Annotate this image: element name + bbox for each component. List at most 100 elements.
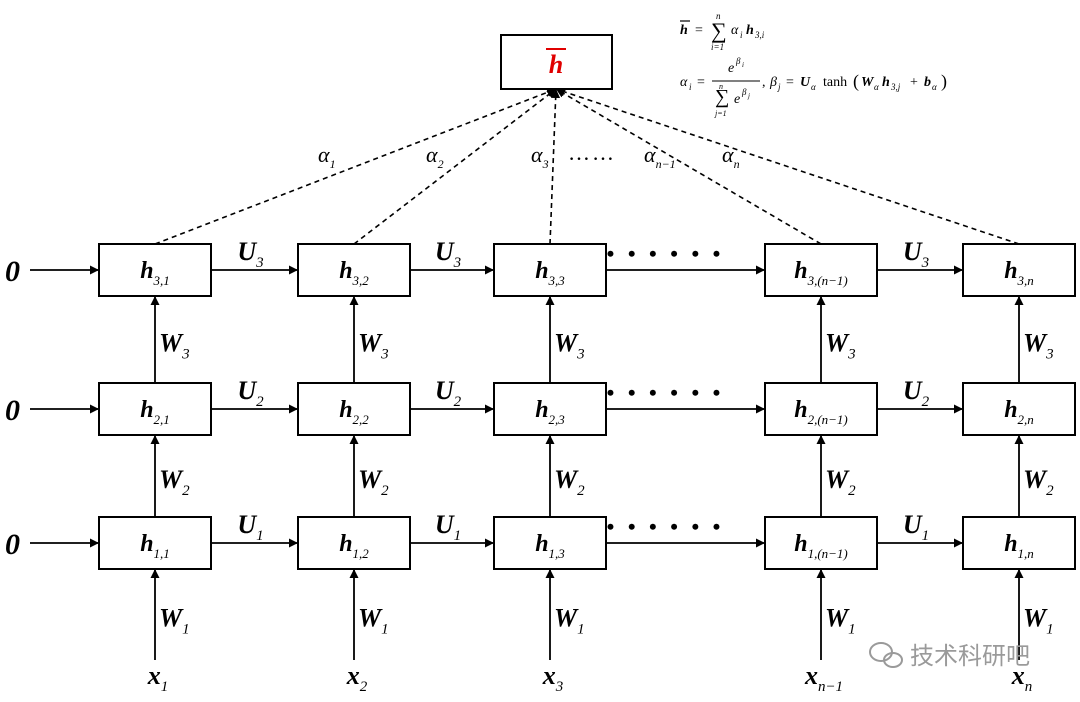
hidden-state-box — [297, 243, 411, 297]
layer-weight-label: W1 — [159, 604, 190, 638]
recurrent-weight-label: U3 — [237, 237, 263, 271]
hidden-state-node: h1,(n−1) — [764, 516, 878, 570]
attention-weight-label: α2 — [426, 142, 444, 171]
hidden-state-label: h3,1 — [140, 258, 170, 288]
svg-text:n: n — [719, 82, 723, 91]
hidden-state-node: h3,3 — [493, 243, 607, 297]
hidden-state-label: h2,2 — [339, 397, 369, 427]
formula-beta: β j = U α tanh ( W α h 3,j + b α ) — [769, 71, 947, 92]
svg-text:=: = — [786, 75, 794, 90]
row-ellipsis: • • • • • • — [607, 514, 725, 539]
input-label: x3 — [542, 661, 564, 695]
attention-edge — [555, 88, 822, 245]
recurrent-weight-label: U2 — [435, 376, 462, 410]
hidden-state-box — [962, 516, 1076, 570]
hidden-state-node: h1,2 — [297, 516, 411, 570]
svg-text:b: b — [924, 75, 931, 90]
attention-weight-label: αn — [722, 142, 740, 171]
svg-text:): ) — [941, 71, 947, 92]
attention-edge — [549, 88, 561, 245]
svg-text:β: β — [741, 87, 747, 97]
layer-weight-label: W3 — [1023, 329, 1054, 363]
svg-text:=: = — [695, 23, 703, 38]
svg-text:W: W — [861, 75, 875, 90]
watermark-text: 技术科研吧 — [910, 642, 1030, 670]
hidden-state-label: h2,1 — [140, 397, 170, 427]
svg-text:U: U — [800, 75, 811, 90]
watermark: 技术科研吧 — [869, 642, 1030, 670]
hidden-state-label: h1,2 — [339, 531, 369, 561]
svg-text:α: α — [874, 82, 879, 92]
hidden-state-label: h2,n — [1004, 397, 1034, 427]
attention-edge — [353, 88, 557, 245]
initial-state-zero: 0 — [5, 255, 20, 288]
hidden-state-box — [764, 382, 878, 436]
layer-weight-label: W3 — [825, 329, 856, 363]
layer-weight-label: W3 — [159, 329, 190, 363]
hidden-state-label: h2,3 — [535, 397, 565, 427]
svg-text:,: , — [762, 75, 766, 90]
svg-text:∑: ∑ — [711, 18, 727, 43]
hidden-state-box — [297, 382, 411, 436]
output-node: h — [500, 34, 613, 90]
layer-weight-label: W3 — [358, 329, 389, 363]
recurrent-weight-label: U1 — [903, 510, 929, 544]
svg-text:i: i — [689, 82, 692, 92]
recurrent-weight-label: U3 — [903, 237, 929, 271]
svg-text:h: h — [882, 75, 890, 90]
hidden-state-box — [98, 516, 212, 570]
hidden-state-box — [493, 243, 607, 297]
attention-weight-label: αn−1 — [644, 142, 676, 171]
svg-text:n: n — [716, 11, 721, 21]
hidden-state-label: h3,(n−1) — [794, 258, 848, 288]
layer-weight-label: W3 — [554, 329, 585, 363]
svg-text:α: α — [731, 23, 739, 38]
hidden-state-label: h1,1 — [140, 531, 170, 561]
svg-text:i: i — [740, 30, 743, 40]
svg-text:j: j — [777, 82, 781, 92]
row-ellipsis: • • • • • • — [607, 380, 725, 405]
layer-weight-label: W1 — [358, 604, 389, 638]
layer-weight-label: W2 — [159, 465, 190, 499]
hidden-state-box — [297, 516, 411, 570]
svg-text:α: α — [811, 82, 816, 92]
svg-text:e: e — [728, 61, 734, 76]
hidden-state-node: h2,2 — [297, 382, 411, 436]
svg-text:tanh: tanh — [823, 75, 847, 90]
layer-weight-label: W1 — [1023, 604, 1054, 638]
svg-text:h: h — [746, 23, 754, 38]
hidden-state-node: h1,3 — [493, 516, 607, 570]
hidden-state-box — [962, 382, 1076, 436]
hidden-state-node: h3,(n−1) — [764, 243, 878, 297]
hidden-state-box — [764, 516, 878, 570]
formula-sum: h = ∑ n i=1 α i h 3,i — [680, 11, 765, 52]
hidden-state-label: h3,n — [1004, 258, 1034, 288]
hidden-state-label: h1,(n−1) — [794, 531, 848, 561]
formula-alpha: α i = e β i ∑ n j=1 e β j , — [680, 56, 766, 118]
hidden-state-node: h2,3 — [493, 382, 607, 436]
attention-weight-label: α3 — [531, 142, 549, 171]
attention-ellipsis: …… — [568, 140, 616, 165]
layer-weight-label: W2 — [825, 465, 856, 499]
hidden-state-box — [98, 243, 212, 297]
hidden-state-node: h3,2 — [297, 243, 411, 297]
hidden-state-label: h1,n — [1004, 531, 1034, 561]
hidden-state-box — [98, 382, 212, 436]
svg-text:3,j: 3,j — [890, 82, 901, 92]
hidden-state-node: h3,n — [962, 243, 1076, 297]
svg-text:j: j — [747, 92, 750, 100]
wechat-icon — [869, 642, 903, 668]
layer-weight-label: W1 — [554, 604, 585, 638]
input-label: xn — [1011, 661, 1033, 695]
input-label: x1 — [147, 661, 169, 695]
svg-text:=: = — [697, 75, 705, 90]
hidden-state-node: h1,n — [962, 516, 1076, 570]
layer-weight-label: W2 — [358, 465, 389, 499]
hidden-state-node: h1,1 — [98, 516, 212, 570]
recurrent-weight-label: U1 — [237, 510, 263, 544]
formula-block: h = ∑ n i=1 α i h 3,i α i = e β i ∑ n j=… — [680, 11, 947, 118]
svg-text:α: α — [932, 82, 937, 92]
hidden-state-label: h1,3 — [535, 531, 565, 561]
svg-text:(: ( — [853, 71, 859, 92]
svg-text:i: i — [742, 61, 744, 69]
